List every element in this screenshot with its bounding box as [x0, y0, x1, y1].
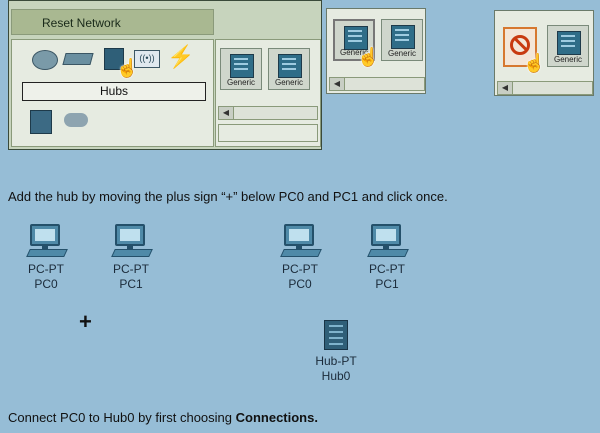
pc1-device[interactable]: PC-PT PC1 [101, 224, 161, 294]
device-panel: Reset Network ☝ ((•)) ⚡ Hubs Generic Gen… [8, 0, 322, 150]
placement-panel: ☝ Generic ◀ [494, 10, 594, 96]
hand-cursor-icon: ☝ [357, 47, 380, 67]
hub-device-icon [344, 26, 368, 50]
pc1-device[interactable]: PC-PT PC1 [357, 224, 417, 294]
generic-hub-option[interactable]: Generic [268, 48, 310, 90]
connections-icon[interactable]: ⚡ [167, 44, 195, 69]
hub-device-icon [391, 25, 415, 49]
horizontal-scrollbar[interactable]: ◀ [218, 106, 318, 120]
end-devices-icon[interactable] [30, 110, 52, 134]
scroll-left-icon[interactable]: ◀ [330, 78, 345, 90]
hand-cursor-icon: ☝ [523, 53, 546, 73]
instruction-connect: Connect PC0 to Hub0 by first choosing Co… [8, 410, 318, 425]
device-model-list: Generic Generic ◀ [215, 39, 321, 147]
horizontal-scrollbar[interactable]: ◀ [497, 81, 593, 95]
pc-monitor-icon [371, 224, 401, 246]
instruction-add-hub: Add the hub by moving the plus sign “+” … [8, 189, 448, 204]
generic-hub-option[interactable]: Generic [547, 25, 589, 67]
category-label: Hubs [22, 82, 206, 101]
wireless-icon[interactable]: ((•)) [134, 50, 160, 68]
device-type-list: ☝ ((•)) ⚡ Hubs [11, 39, 214, 147]
generic-hub-option[interactable]: Generic [381, 19, 423, 61]
reset-network-button[interactable]: Reset Network [42, 16, 121, 30]
toolbar: Reset Network [11, 9, 214, 35]
selection-panel: Generic ☝ Generic ◀ [326, 8, 426, 94]
hub-device-icon [230, 54, 254, 78]
switch-icon[interactable] [62, 53, 94, 65]
generic-hub-option[interactable]: Generic [333, 19, 375, 61]
hub-device-icon [278, 54, 302, 78]
connections-keyword: Connections. [235, 410, 318, 425]
hub-device-icon [324, 320, 348, 350]
hub-icon[interactable] [104, 48, 124, 70]
prohibited-sign-icon [510, 35, 530, 55]
hand-cursor-icon: ☝ [116, 58, 139, 78]
horizontal-scrollbar[interactable]: ◀ [329, 77, 425, 91]
pc-monitor-icon [115, 224, 145, 246]
scroll-left-icon[interactable]: ◀ [498, 82, 513, 94]
generic-hub-option[interactable]: Generic [220, 48, 262, 90]
pc0-device[interactable]: PC-PT PC0 [270, 224, 330, 294]
no-drop-cursor-icon [503, 27, 537, 67]
pc-monitor-icon [30, 224, 60, 246]
plus-cursor-icon: + [79, 309, 92, 334]
hub-device-icon [557, 31, 581, 55]
pc-monitor-icon [284, 224, 314, 246]
hub0-device[interactable]: Hub-PT Hub0 [306, 320, 366, 390]
cloud-icon[interactable] [64, 113, 88, 127]
model-name-box [218, 124, 318, 142]
router-icon[interactable] [32, 50, 58, 70]
scroll-left-icon[interactable]: ◀ [219, 107, 234, 119]
pc0-device[interactable]: PC-PT PC0 [16, 224, 76, 294]
